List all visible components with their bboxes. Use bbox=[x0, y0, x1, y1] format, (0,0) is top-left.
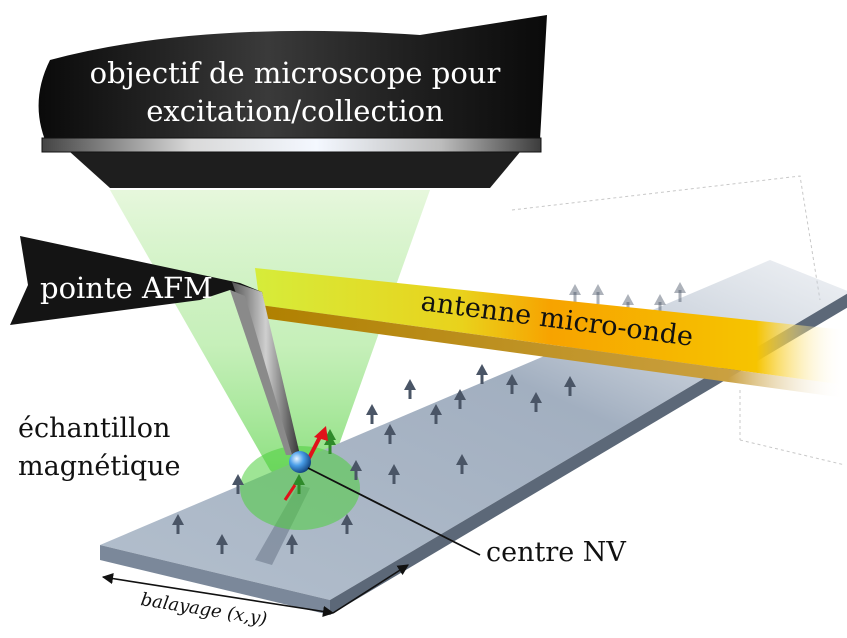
afm-tip bbox=[10, 236, 300, 455]
magnetization-arrow bbox=[384, 424, 396, 444]
scan-arrow-x bbox=[101, 573, 335, 617]
magnetization-arrow bbox=[592, 284, 604, 304]
magnetization-arrow bbox=[366, 404, 378, 424]
magnetization-arrow bbox=[476, 364, 488, 384]
magnetization-arrow bbox=[232, 474, 244, 494]
nv-center bbox=[283, 426, 328, 501]
magnetization-arrow bbox=[569, 284, 581, 304]
magnetization-arrow bbox=[530, 392, 542, 412]
nv-leader-line bbox=[307, 467, 481, 556]
scan-arrow-y bbox=[332, 564, 409, 614]
background-frames bbox=[511, 175, 846, 466]
magnetization-arrow bbox=[172, 514, 184, 534]
magnetization-arrow bbox=[674, 282, 686, 302]
magnetization-arrow bbox=[564, 376, 576, 396]
magnetization-arrow bbox=[404, 379, 416, 399]
magnetization-arrow bbox=[216, 534, 228, 554]
microscope-objective bbox=[38, 15, 548, 188]
magnetization-arrow bbox=[456, 454, 468, 474]
afm-tip-label: pointe AFM bbox=[40, 271, 213, 305]
magnetization-arrow bbox=[293, 474, 305, 494]
sample-label-line2: magnétique bbox=[18, 451, 181, 482]
nv-center-label: centre NV bbox=[486, 537, 626, 568]
magnetization-arrow bbox=[341, 514, 353, 534]
magnetization-arrow bbox=[506, 374, 518, 394]
magnetization-arrow bbox=[286, 534, 298, 554]
magnetization-arrow bbox=[454, 389, 466, 409]
objective-label-line2: excitation/collection bbox=[146, 94, 444, 128]
objective-label-line1: objectif de microscope pour bbox=[90, 56, 501, 90]
magnetization-arrow bbox=[350, 460, 362, 480]
magnetization-arrow bbox=[388, 464, 400, 484]
magnetization-arrow bbox=[430, 404, 442, 424]
sample-label-line1: échantillon bbox=[18, 413, 170, 444]
microwave-antenna bbox=[255, 268, 845, 398]
